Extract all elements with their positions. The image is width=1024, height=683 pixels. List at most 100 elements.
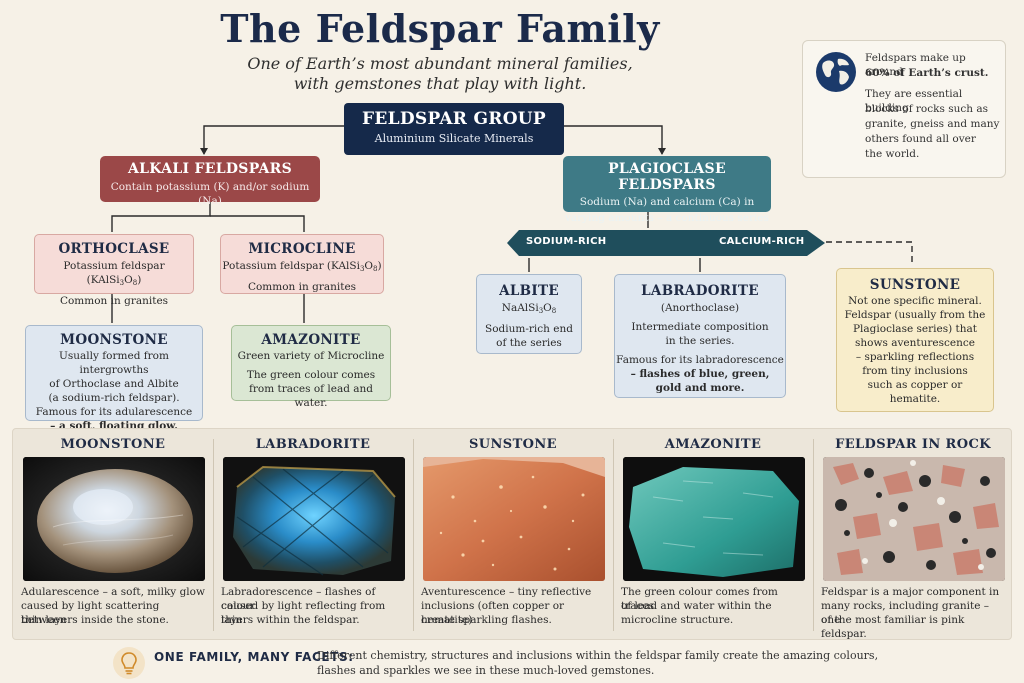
orthoclase-formula: Potassium feldspar (KAlSi3O8) (63, 260, 165, 287)
granite-photo (823, 457, 1005, 581)
calcium-rich-label: CALCIUM-RICH (719, 236, 805, 247)
gallery-caption-line-1: The green colour comes from traces (621, 586, 778, 612)
labradorite-line-3: Famous for its labradorescence (616, 354, 784, 366)
orthoclase-title: ORTHOCLASE (58, 241, 170, 257)
subtitle-line-2: with gemstones that play with light. (293, 74, 587, 93)
gallery-caption-line-3: thin layers inside the stone. (21, 614, 169, 626)
info-line-3: They are essential building (865, 88, 963, 114)
albite-formula: NaAlSi3O8 (501, 302, 557, 315)
gallery-card-moonstone: MOONSTONE (13, 429, 213, 641)
sunstone-line-7: such as copper or (867, 379, 963, 391)
orthoclase-text: Common in granites (59, 295, 169, 307)
sunstone-line-8: hematite. (889, 393, 941, 405)
labradorite-photo (223, 457, 405, 581)
plagioclase-feldspars-box: PLAGIOCLASE FELDSPARS Sodium (Na) and ca… (563, 156, 771, 224)
gallery-caption-line-3: microcline structure. (621, 614, 734, 626)
gallery-caption-line-2: inclusions (often copper or hematite) (421, 600, 565, 626)
gallery-caption-line-2: caused by light scattering between (21, 600, 160, 626)
labradorite-box: LABRADORITE (Anorthoclase) Intermediate … (614, 274, 786, 398)
sunstone-line-2: Feldspar (usually from the (844, 309, 986, 321)
gallery-title: SUNSTONE (469, 437, 557, 452)
sunstone-title: SUNSTONE (869, 277, 961, 293)
moonstone-line-1: Usually formed from intergrowths (59, 350, 169, 376)
info-line-6: others found all over (865, 133, 976, 145)
amazonite-line-1: Green variety of Microcline (237, 350, 385, 362)
gallery-divider (213, 439, 214, 631)
labradorite-title: LABRADORITE (641, 283, 759, 299)
sodium-rich-label: SODIUM-RICH (526, 236, 607, 247)
gallery-card-feldspar-in-rock: FELDSPAR IN ROCK (813, 429, 1013, 641)
info-line-5: granite, gneiss and many (865, 118, 1000, 130)
page-title: The Feldspar Family (220, 6, 660, 51)
gallery-divider (813, 439, 814, 631)
info-box: Feldspars make up around 60% of Earth’s … (802, 40, 1006, 178)
sunstone-photo (423, 457, 605, 581)
sunstone-box: SUNSTONE Not one specific mineral. Felds… (836, 268, 994, 412)
gallery-caption-line-1: Aventurescence – tiny reflective (421, 586, 592, 598)
gallery-caption-line-3: layers within the feldspar. (221, 614, 360, 626)
gallery-panel: MOONSTONE (12, 428, 1012, 640)
gallery-title: AMAZONITE (664, 437, 762, 452)
albite-line-2: of the series (496, 337, 562, 349)
gallery-caption-line-1: Feldspar is a major component in (821, 586, 1000, 598)
globe-icon (816, 52, 856, 92)
gallery-caption-line-1: Adularescence – a soft, milky glow (21, 586, 205, 598)
alkali-title: ALKALI FELDSPARS (127, 161, 293, 177)
group-title: FELDSPAR GROUP (361, 109, 547, 129)
connector-lines (111, 125, 913, 323)
gallery-caption-line-2: caused by light reflecting from thin (221, 600, 386, 626)
microcline-text: Common in granites (247, 281, 357, 293)
albite-box: ALBITE NaAlSi3O8 Sodium-rich end of the … (476, 274, 582, 354)
footer-text: Different chemistry, structures and incl… (317, 648, 957, 678)
gallery-caption-line-3: of the most familiar is pink feldspar. (821, 614, 965, 640)
amazonite-title: AMAZONITE (261, 332, 361, 348)
plagioclase-title: PLAGIOCLASE FELDSPARS (608, 161, 726, 193)
albite-line-1: Sodium-rich end (485, 323, 573, 335)
amazonite-line-2: The green colour comes (246, 369, 376, 381)
labradorite-line-2: in the series. (665, 335, 735, 347)
amazonite-photo (623, 457, 805, 581)
gallery-divider (413, 439, 414, 631)
alkali-text: Contain potassium (K) and/or sodium (Na) (110, 181, 310, 207)
moonstone-line-4: Famous for its adularescence (35, 406, 193, 418)
info-line-7: the world. (865, 148, 920, 160)
footer: ONE FAMILY, MANY FACETS: Different chemi… (112, 646, 892, 680)
moonstone-photo (23, 457, 205, 581)
alkali-feldspars-box: ALKALI FELDSPARS Contain potassium (K) a… (100, 156, 320, 207)
sunstone-line-3: Plagioclase series) that (852, 323, 977, 335)
plagioclase-line-2: varying amounts – a continuous series (565, 212, 769, 224)
lightbulb-icon (113, 647, 145, 679)
gallery-caption-line-3: create sparkling flashes. (421, 614, 552, 626)
sunstone-line-1: Not one specific mineral. (848, 295, 982, 307)
albite-title: ALBITE (499, 283, 559, 299)
info-line-1: Feldspars make up around (865, 52, 966, 78)
footer-heading: ONE FAMILY, MANY FACETS: (154, 650, 354, 664)
series-arrow (507, 230, 825, 256)
sunstone-line-6: from tiny inclusions (862, 365, 968, 377)
labradorite-line-4: – flashes of blue, green, (630, 368, 770, 380)
moonstone-box: MOONSTONE Usually formed from intergrowt… (25, 325, 203, 432)
orthoclase-box: ORTHOCLASE Potassium feldspar (KAlSi3O8)… (34, 234, 194, 307)
gallery-title: MOONSTONE (60, 437, 166, 452)
labradorite-line-1: Intermediate composition (631, 321, 769, 333)
gallery-title: LABRADORITE (255, 437, 371, 452)
gallery-caption-line-2: of lead and water within the (621, 600, 772, 612)
sunstone-line-4: shows aventurescence (855, 337, 975, 349)
group-text: Aluminium Silicate Minerals (374, 132, 534, 145)
footer-line-1: Different chemistry, structures and incl… (317, 649, 879, 662)
gallery-divider (613, 439, 614, 631)
labradorite-subtitle: (Anorthoclase) (660, 302, 740, 314)
microcline-title: MICROCLINE (248, 241, 356, 257)
footer-line-2: flashes and sparkles we see in these muc… (317, 664, 655, 677)
gallery-caption-line-2: many rocks, including granite – one (821, 600, 990, 626)
amazonite-line-3: from traces of lead and water. (248, 383, 374, 409)
microcline-formula: Potassium feldspar (KAlSi3O8) (222, 260, 382, 273)
sunstone-line-5: – sparkling reflections (855, 351, 975, 363)
gallery-caption-line-1: Labradorescence – flashes of colour (221, 586, 376, 612)
feldspar-group-box: FELDSPAR GROUP Aluminium Silicate Minera… (344, 103, 564, 155)
gallery-card-amazonite: AMAZONITE The green colo (613, 429, 813, 641)
labradorite-line-5: gold and more. (655, 382, 745, 394)
microcline-box: MICROCLINE Potassium feldspar (KAlSi3O8)… (220, 234, 384, 294)
gallery-card-labradorite: LABRADORITE (213, 429, 413, 641)
info-line-2: 60% of Earth’s crust. (865, 67, 989, 79)
